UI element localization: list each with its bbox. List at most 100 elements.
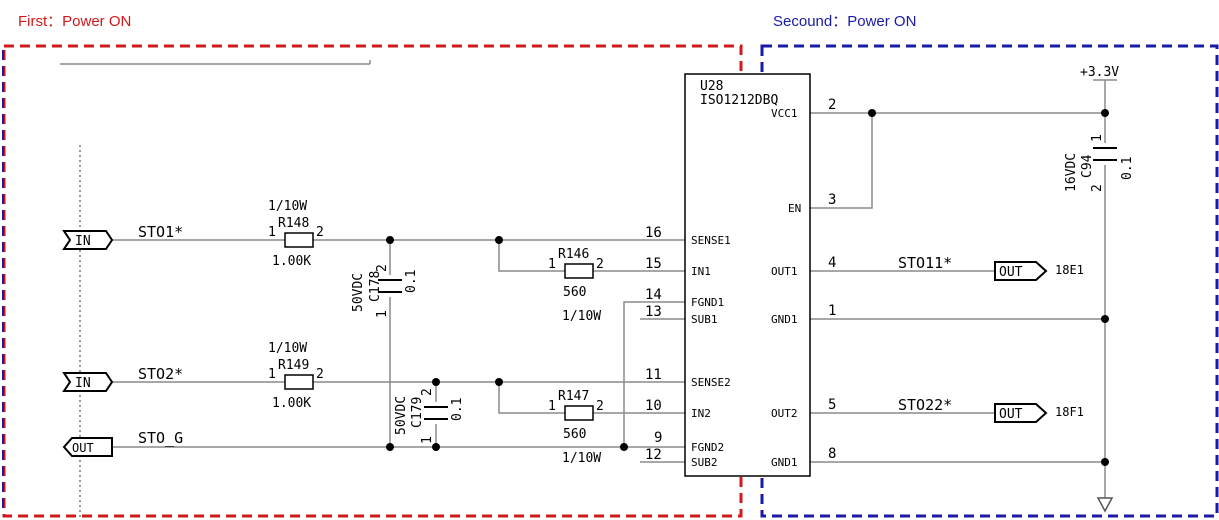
capacitor-c179: 50VDC C179 0.1 2 1 [394, 388, 465, 444]
capacitor-c94: 16VDC C94 0.1 1 2 [1064, 134, 1135, 192]
pin-name: SENSE2 [691, 376, 731, 389]
port-in2: IN STO2* [62, 365, 183, 392]
pin-number: 12 [645, 447, 662, 463]
resistor-power: 1/10W [562, 309, 601, 324]
pin-name: IN2 [691, 407, 711, 420]
resistor-ref: R147 [558, 389, 589, 404]
junction-dot [1101, 315, 1109, 323]
pin-name: VCC1 [771, 107, 798, 120]
second-power-header: Secound：Power ON [773, 13, 916, 30]
resistor-r146: R146 560 1/10W 1 2 [548, 247, 604, 324]
capacitor-voltage: 16VDC [1064, 153, 1079, 192]
pin-name: SUB2 [691, 456, 718, 469]
pin-number: 14 [645, 287, 662, 303]
junction-dot [1101, 109, 1109, 117]
pin-number: 1 [548, 257, 556, 272]
pin-number: 1 [268, 225, 276, 240]
input-port-icon [62, 230, 114, 250]
resistor-ref: R149 [278, 358, 309, 373]
pin-number: 4 [828, 255, 836, 271]
resistor-value: 1.00K [272, 396, 311, 411]
capacitor-ref: C178 [368, 271, 383, 302]
port-in1: IN STO1* [62, 223, 183, 250]
port-label: OUT [72, 441, 94, 455]
pin-name: FGND2 [691, 441, 724, 454]
pin-number: 1 [828, 303, 836, 319]
ic-part: ISO1212DBQ [700, 93, 778, 108]
pin-number: 1 [420, 436, 435, 444]
resistor-r148: 1/10W R148 1.00K 1 2 [268, 199, 324, 269]
resistor-value: 1.00K [272, 254, 311, 269]
pin-number: 2 [420, 388, 435, 396]
resistor-value: 560 [563, 427, 586, 442]
net-label: STO22* [898, 396, 952, 414]
junction-dot [386, 443, 394, 451]
resistor-r149: 1/10W R149 1.00K 1 2 [268, 341, 324, 411]
resistor-icon [284, 232, 314, 248]
pin-number: 10 [645, 398, 662, 414]
port-label: IN [75, 376, 91, 391]
pin-number: 5 [828, 397, 836, 413]
pin-name: OUT2 [771, 407, 798, 420]
capacitor-value: 0.1 [1120, 157, 1135, 180]
junction-dot [868, 109, 876, 117]
pin-number: 3 [828, 192, 836, 208]
pin-name: GND1 [771, 456, 798, 469]
net-label: STO2* [138, 365, 183, 383]
pin-number: 9 [654, 430, 662, 446]
port-label: IN [75, 234, 91, 249]
resistor-icon [284, 374, 314, 390]
pin-number: 13 [645, 304, 662, 320]
pin-number: 16 [645, 225, 662, 241]
pin-name: GND1 [771, 313, 798, 326]
capacitor-ref: C94 [1080, 154, 1095, 178]
pin-number: 2 [316, 225, 324, 240]
resistor-power: 1/10W [562, 451, 601, 466]
pin-number: 2 [375, 264, 390, 272]
port-out2: OUT STO22* 18F1 [898, 396, 1084, 423]
pin-number: 2 [828, 97, 836, 113]
pin-number: 2 [316, 367, 324, 382]
pin-name: SENSE1 [691, 234, 731, 247]
junction-dot [495, 236, 503, 244]
wires [112, 79, 1117, 498]
junction-dot [495, 378, 503, 386]
port-label: OUT [999, 265, 1023, 280]
junction-dot [1101, 458, 1109, 466]
net-label: STO_G [138, 429, 183, 447]
power-rail-label: +3.3V [1080, 65, 1119, 80]
pin-number: 1 [548, 399, 556, 414]
pin-number: 1 [1090, 134, 1105, 142]
output-port-icon [994, 261, 1048, 281]
pin-name: EN [788, 202, 801, 215]
port-label: OUT [999, 407, 1023, 422]
first-power-header: First：Power ON [18, 13, 131, 30]
pin-number: 11 [645, 367, 662, 383]
input-port-icon [62, 372, 114, 392]
pin-number: 1 [268, 367, 276, 382]
net-label: STO11* [898, 254, 952, 272]
capacitor-value: 0.1 [450, 398, 465, 421]
resistor-icon [564, 263, 594, 279]
ic-ref: U28 [700, 79, 723, 94]
pin-name: OUT1 [771, 265, 798, 278]
resistor-r147: R147 560 1/10W 1 2 [548, 389, 604, 466]
sheet-ref: 18E1 [1055, 263, 1084, 277]
junction-dot [620, 443, 628, 451]
pin-number: 1 [375, 310, 390, 318]
junction-dot [432, 378, 440, 386]
junction-dot [386, 236, 394, 244]
pin-name: IN1 [691, 265, 711, 278]
pin-name: FGND1 [691, 296, 724, 309]
capacitor-value: 0.1 [404, 270, 419, 293]
pin-number: 8 [828, 446, 836, 462]
capacitor-ref: C179 [410, 397, 425, 428]
resistor-power: 1/10W [268, 341, 307, 356]
pin-number: 2 [596, 399, 604, 414]
capacitor-c178: 50VDC C178 0.1 2 1 [351, 264, 419, 318]
net-label: STO1* [138, 223, 183, 241]
pin-name: SUB1 [691, 313, 718, 326]
resistor-ref: R146 [558, 247, 589, 262]
output-port-icon [62, 437, 113, 457]
